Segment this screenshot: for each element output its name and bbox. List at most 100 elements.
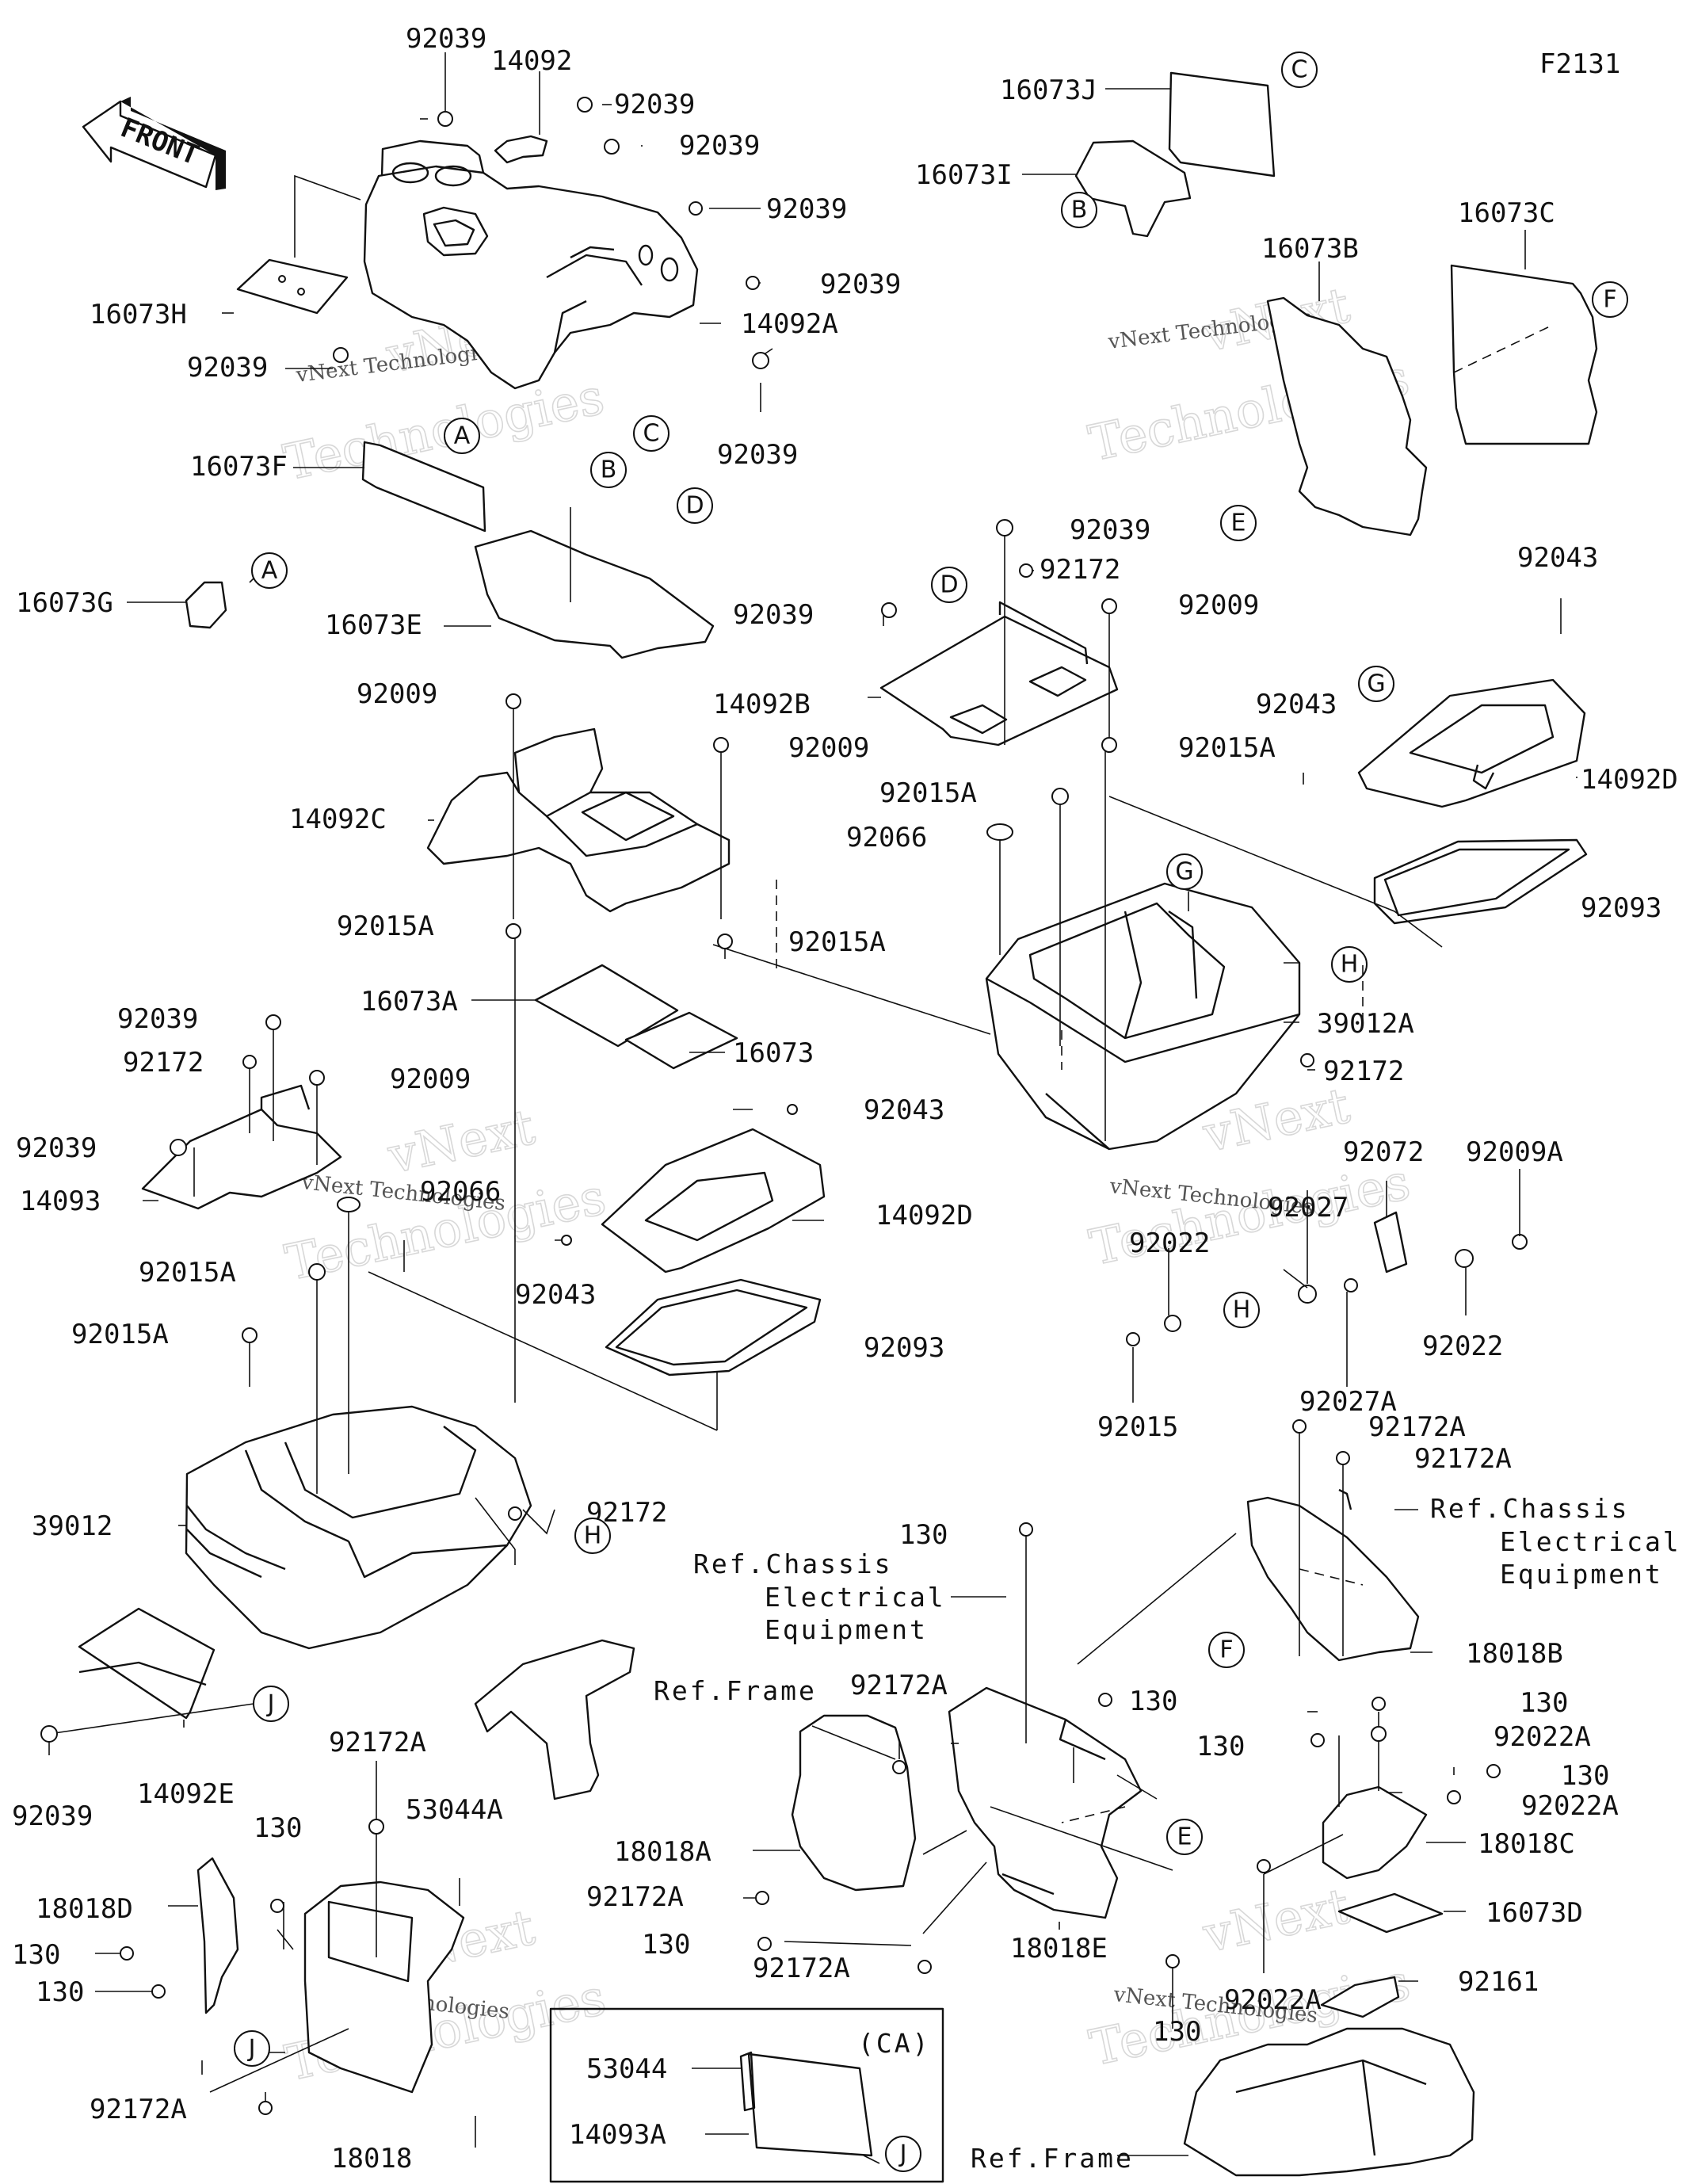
part-label: 130: [36, 1976, 84, 2008]
part-label: 130: [1153, 2016, 1201, 2048]
part-label: 92072: [1343, 1136, 1424, 1168]
part-label: 16073H: [90, 299, 187, 330]
part-label: 16073I: [915, 159, 1013, 191]
part-label: 14092C: [289, 804, 387, 835]
ref-chassis-line2: Electrical: [765, 1582, 946, 1613]
part-label: 92027: [1268, 1192, 1349, 1224]
part-label: 92015A: [1178, 732, 1276, 764]
part-label: 18018D: [36, 1893, 133, 1925]
part-label: 16073C: [1458, 197, 1555, 229]
part-label: 92172: [1323, 1056, 1404, 1087]
part-label: 39012A: [1317, 1008, 1414, 1040]
part-label: 92039: [1070, 514, 1150, 546]
mat-16073D-drawing: [1337, 1892, 1444, 1934]
part-label: 92039: [406, 23, 486, 55]
svg-text:B: B: [1071, 197, 1088, 224]
callout-H: H: [1223, 1292, 1260, 1328]
part-label: 92039: [733, 599, 814, 631]
part-label: 16073E: [325, 609, 422, 641]
svg-text:G: G: [1175, 858, 1193, 886]
svg-text:A: A: [454, 422, 471, 450]
part-label: 92172A: [850, 1670, 948, 1701]
callout-G: G: [1358, 666, 1394, 702]
lid-16073J-drawing: [1168, 71, 1276, 178]
callout-G: G: [1166, 853, 1203, 890]
hardware-92072-drawing: [1126, 1211, 1528, 1346]
part-label: 92015A: [139, 1257, 236, 1289]
callout-C: C: [633, 415, 670, 452]
part-label: 14092D: [1581, 764, 1678, 796]
part-label: 16073J: [1000, 74, 1097, 106]
part-label: 16073: [733, 1037, 814, 1069]
part-label: 92172A: [1414, 1443, 1512, 1475]
hardware-marks: [40, 97, 1501, 2115]
plate-14093-drawing: [141, 1084, 342, 1210]
watermark-text: vNext: [383, 1098, 540, 1185]
part-label: 18018E: [1010, 1933, 1108, 1964]
part-label: 92172A: [1368, 1411, 1466, 1443]
part-label: 92172A: [753, 1953, 850, 1984]
part-label: 92009A: [1466, 1136, 1563, 1168]
part-label: 92015: [1097, 1411, 1178, 1443]
svg-text:D: D: [940, 571, 958, 599]
part-label: 92093: [1581, 892, 1661, 924]
part-labels: 92039 14092 92039 92039 92039 92039 1409…: [12, 23, 1679, 2174]
ref-chassis-line3: Equipment: [765, 1614, 928, 1645]
svg-text:J: J: [247, 2035, 256, 2063]
part-label: 130: [1561, 1760, 1609, 1792]
part-label: 18018A: [614, 1836, 711, 1868]
part-label: 92009: [357, 678, 437, 710]
callout-E: E: [1166, 1819, 1203, 1855]
part-label: 14092E: [137, 1778, 235, 1810]
svg-text:H: H: [584, 1522, 602, 1550]
part-label: 92015A: [337, 911, 434, 942]
mat-16073F-drawing: [361, 441, 486, 533]
ca-variant-box: [549, 2007, 944, 2183]
callout-F: F: [1592, 281, 1628, 318]
part-label: 16073B: [1261, 233, 1359, 265]
ref-chassis-line1: Ref.Chassis: [1430, 1493, 1630, 1524]
callout-A: A: [444, 418, 480, 454]
bracket-92161-drawing: [1320, 1976, 1400, 2018]
svg-text:G: G: [1367, 670, 1385, 698]
lid-16073I-drawing: [1074, 139, 1192, 238]
svg-text:J: J: [898, 2140, 907, 2168]
part-label: 130: [642, 1929, 690, 1961]
part-label: 92039: [187, 352, 268, 384]
part-label: 92022: [1129, 1228, 1210, 1259]
callout-F: F: [1208, 1632, 1245, 1668]
part-label: 92009: [1178, 590, 1259, 621]
guard-18018C-drawing: [1322, 1785, 1428, 1880]
svg-text:E: E: [1231, 510, 1246, 537]
part-label: 14092: [491, 45, 572, 77]
part-label: 92066: [420, 1176, 501, 1208]
part-label: 14093A: [569, 2119, 666, 2151]
mat-16073-drawing: [624, 1011, 738, 1070]
part-label: 92009: [390, 1063, 471, 1095]
mat-16073H-drawing: [236, 174, 361, 315]
panel-14092E-drawing: [78, 1607, 216, 1720]
console-cover-drawing: [363, 139, 699, 390]
part-label: 92039: [117, 1003, 198, 1035]
part-label: 18018C: [1478, 1828, 1575, 1860]
callout-J: J: [885, 2136, 921, 2172]
mat-16073G-drawing: [185, 581, 227, 629]
callout-C: C: [1281, 52, 1318, 88]
part-label: 92039: [12, 1800, 93, 1832]
gasket-92093-drawing: [1373, 838, 1588, 925]
part-label: 92022A: [1224, 1984, 1322, 2016]
part-label: 130: [12, 1939, 60, 1971]
ref-chassis-line1: Ref.Chassis: [693, 1548, 893, 1579]
part-label: 92039: [717, 439, 798, 471]
svg-text:A: A: [261, 557, 278, 585]
leader-lines: [48, 52, 1585, 2164]
part-label: 92043: [515, 1279, 596, 1311]
part-label: 14092A: [741, 308, 838, 340]
part-label: 92015A: [879, 777, 977, 809]
svg-text:J: J: [266, 1690, 275, 1718]
svg-text:F: F: [1603, 286, 1616, 314]
part-label: 92161: [1458, 1966, 1539, 1998]
mat-16073A-drawing: [534, 964, 679, 1048]
part-label: 16073F: [190, 451, 288, 483]
